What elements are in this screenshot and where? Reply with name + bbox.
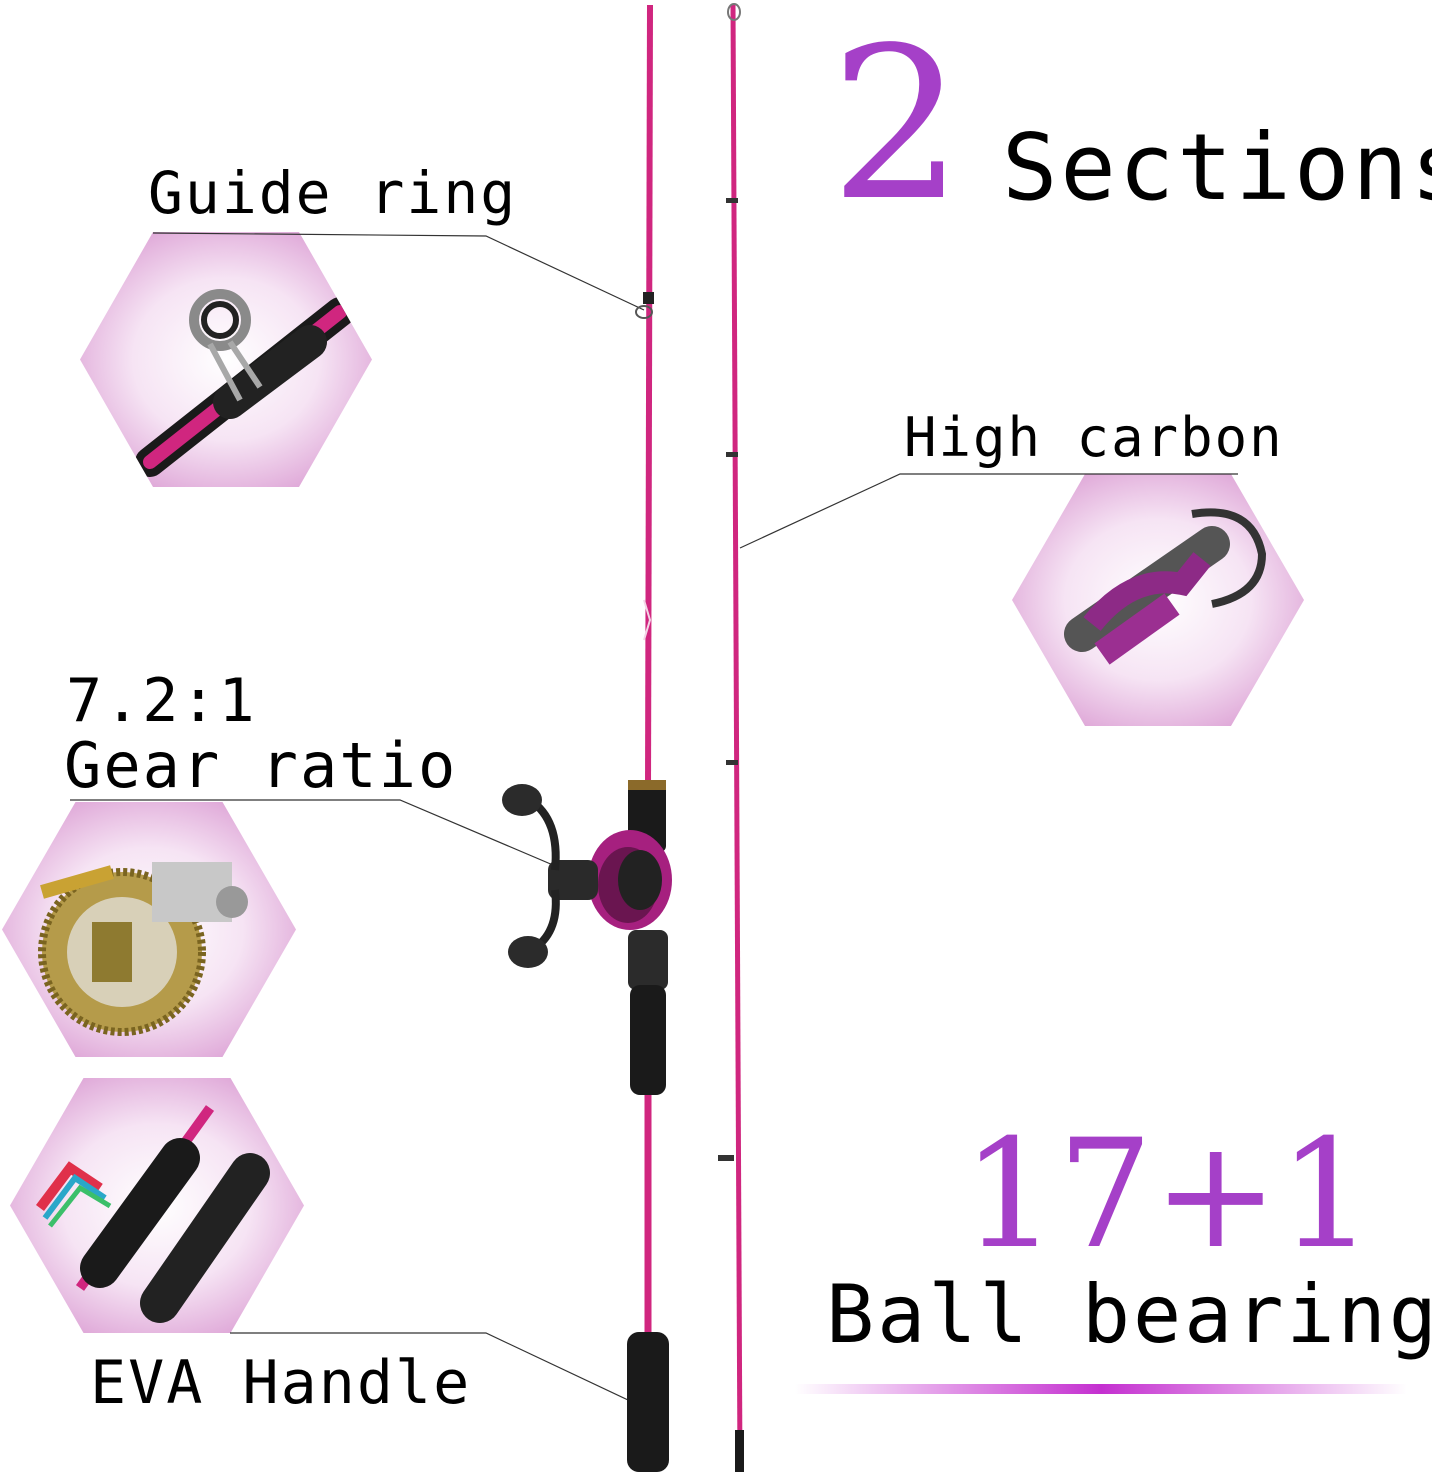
left-rod-tip: [645, 4, 653, 791]
grip-ring: [628, 780, 666, 790]
eva-handle-hexagon: [10, 1078, 304, 1333]
baitcast-reel: [502, 784, 672, 968]
gear-ratio-value: 7.2:1: [66, 666, 257, 736]
high-carbon-callout-line: [739, 473, 1238, 549]
right-rod-guide-3: [726, 760, 738, 765]
gear-illustration: [38, 862, 248, 1036]
sections-number: 2: [830, 2, 964, 247]
guide-ring-on-rod: [635, 305, 653, 319]
gear-ratio-hexagon: [2, 802, 296, 1057]
eva-butt-grip: [627, 1332, 669, 1472]
ball-bearings-count: 17+1: [962, 1108, 1374, 1282]
rod-decal: [643, 599, 652, 641]
high-carbon-label: High carbon: [904, 406, 1284, 469]
sections-label: Sections: [1002, 114, 1432, 221]
gear-ratio-label: Gear ratio: [64, 729, 458, 802]
right-rod-tip-ring: [727, 3, 741, 21]
eva-handle-label: EVA Handle: [90, 1348, 472, 1418]
right-rod-section: [730, 4, 743, 1471]
guide-ring-callout-line: [152, 232, 645, 311]
ball-bearings-underline: [795, 1384, 1407, 1394]
left-rod-joint: [643, 292, 654, 304]
right-rod-guide-1: [726, 198, 738, 203]
right-rod-guide-4: [718, 1155, 734, 1161]
high-carbon-illustration: [1064, 508, 1267, 665]
eva-handle-illustration: [36, 1105, 270, 1323]
guide-ring-label: Guide ring: [148, 159, 518, 227]
reel-seat: [628, 930, 668, 990]
eva-handle-callout-line: [230, 1332, 629, 1401]
gear-ratio-callout-line: [70, 799, 561, 869]
guide-ring-illustration: [135, 289, 355, 477]
right-rod-butt-cap: [735, 1430, 744, 1472]
rear-grip-upper: [630, 985, 666, 1095]
right-rod-guide-2: [726, 452, 738, 457]
ball-bearings-label: Ball bearings: [826, 1268, 1432, 1361]
